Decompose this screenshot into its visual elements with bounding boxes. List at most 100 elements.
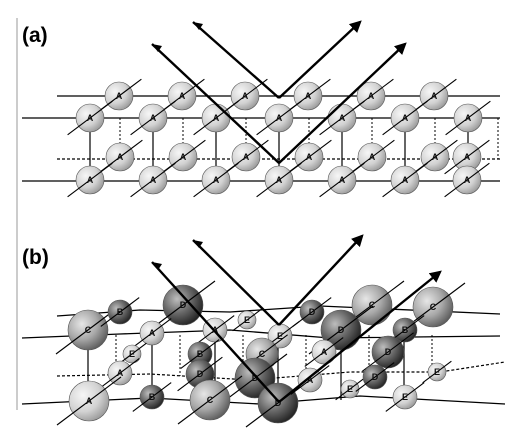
atom: A	[348, 78, 394, 114]
atom-label: D	[338, 325, 345, 335]
incident-beam	[151, 43, 280, 164]
atom-axis-stick	[445, 100, 491, 136]
atom-label: A	[87, 113, 94, 123]
panel-b: (b) CBDEDCCAAEDBEBCADDADEDBCDAEEA	[21, 234, 506, 428]
incident-beam	[151, 261, 280, 403]
atom-label: A	[402, 175, 409, 185]
atom-label: A	[150, 113, 157, 123]
atom: A	[382, 100, 428, 136]
atom-label: B	[402, 325, 409, 335]
atom: E	[335, 377, 365, 401]
atom-axis-stick	[150, 280, 216, 330]
atom-axis-stick	[256, 100, 302, 136]
atom: A	[319, 162, 365, 198]
atom-axis-stick	[319, 162, 365, 198]
atom-axis-stick	[319, 100, 365, 136]
atom-label: E	[277, 331, 283, 341]
atom: A	[256, 162, 302, 198]
atom: B	[180, 339, 220, 369]
atom-label: A	[306, 152, 313, 162]
atom-label: C	[259, 349, 266, 359]
atom-label: A	[321, 347, 328, 357]
atom-label: A	[117, 152, 124, 162]
atom-label: C	[430, 302, 437, 312]
atom: A	[130, 100, 176, 136]
atom-label: A	[276, 113, 283, 123]
atom-axis-stick	[382, 162, 428, 198]
atom-axis-stick	[67, 162, 113, 198]
beam-arrowhead	[152, 44, 162, 52]
atom-label: A	[179, 91, 186, 101]
atom: B	[385, 315, 425, 345]
atom: A	[67, 162, 113, 198]
atom-axis-stick	[193, 162, 239, 198]
atom: A	[445, 100, 491, 136]
atom-label: A	[368, 91, 375, 101]
atom-label: A	[213, 175, 220, 185]
atom-label: E	[347, 384, 353, 394]
atom-axis-stick	[100, 297, 140, 327]
atom-label: A	[339, 175, 346, 185]
atom-axis-stick	[355, 362, 395, 392]
panel-a-beams	[151, 20, 407, 164]
atom-label: D	[252, 373, 259, 383]
atom: E	[385, 382, 425, 412]
atom-axis-stick	[177, 375, 243, 425]
atom: A	[382, 162, 428, 198]
atom-axis-stick	[232, 308, 262, 332]
atom-axis-stick	[132, 382, 172, 412]
atom-axis-stick	[180, 339, 220, 369]
panel-a-label: (a)	[22, 24, 48, 47]
atom-axis-stick	[444, 162, 490, 198]
atom-label: A	[150, 175, 157, 185]
atom-axis-stick	[67, 100, 113, 136]
atom: A	[304, 337, 344, 367]
atom-label: C	[207, 395, 214, 405]
atom-label: E	[434, 367, 440, 377]
atom-label: A	[116, 91, 123, 101]
beam-arrowhead	[152, 262, 162, 270]
atom-label: A	[149, 328, 156, 338]
diffracted-beam	[278, 270, 442, 403]
atom-label: E	[244, 315, 250, 325]
atom-axis-stick	[290, 365, 330, 395]
atom: C	[177, 375, 243, 425]
atom: A	[285, 78, 331, 114]
atom-axis-stick	[177, 356, 223, 392]
atom-axis-stick	[382, 100, 428, 136]
atom: A	[132, 318, 172, 348]
atom-label: A	[431, 91, 438, 101]
incident-beam	[192, 21, 280, 99]
atom-label: A	[86, 396, 93, 406]
atom: A	[100, 358, 140, 388]
incident-beam	[192, 239, 280, 326]
atom: A	[411, 78, 457, 114]
atom-axis-stick	[130, 162, 176, 198]
atom-label: A	[369, 152, 376, 162]
atom-label: C	[85, 325, 92, 335]
atom: E	[232, 308, 262, 332]
atom-label: A	[307, 375, 314, 385]
atom: A	[256, 100, 302, 136]
atom-label: A	[87, 175, 94, 185]
atom: A	[130, 162, 176, 198]
atom: A	[56, 376, 122, 426]
atom-label: D	[197, 369, 204, 379]
atom-label: A	[402, 113, 409, 123]
atom: A	[444, 162, 490, 198]
atom-label: A	[242, 91, 249, 101]
atom-label: C	[369, 300, 376, 310]
atom: D	[150, 280, 216, 330]
atom-label: E	[402, 392, 408, 402]
panel-b-atoms: CBDEDCCAAEDBEBCADDADEDBCDAEEA	[55, 280, 466, 428]
atom-label: D	[275, 398, 282, 408]
atom-label: B	[149, 392, 156, 402]
atom-axis-stick	[56, 376, 122, 426]
atom: A	[444, 139, 490, 175]
atom-axis-stick	[444, 139, 490, 175]
diffracted-beam	[278, 20, 362, 99]
atom-label: A	[339, 113, 346, 123]
atom: A	[290, 365, 330, 395]
